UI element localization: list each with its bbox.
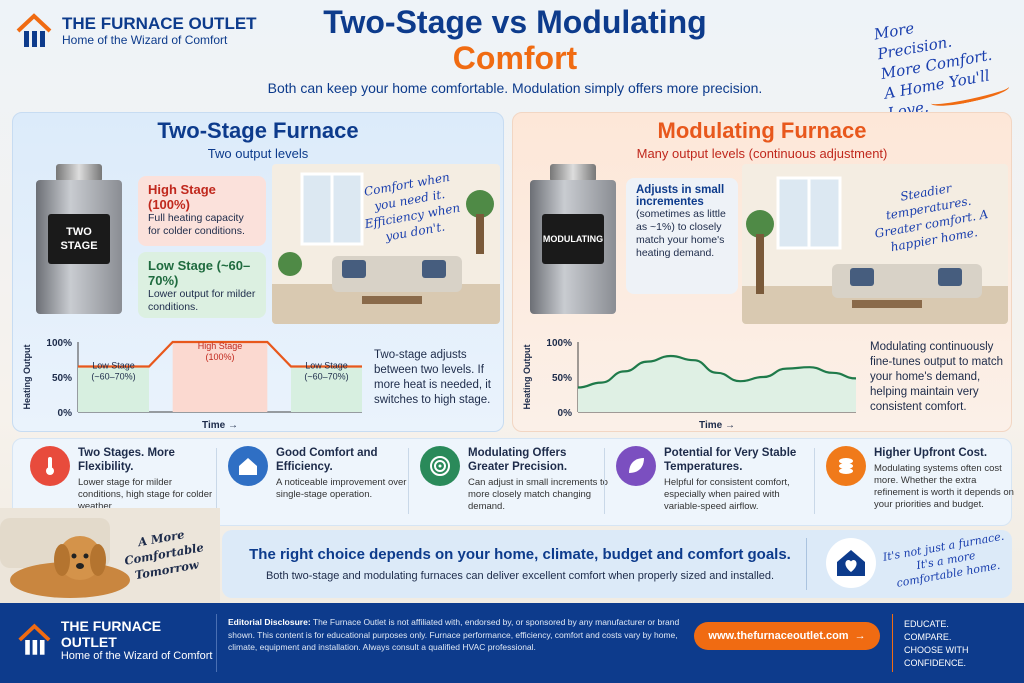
- modulating-title: Modulating Furnace: [657, 118, 867, 143]
- modulating-increment-card: Adjusts in small incrementes (sometimes …: [626, 178, 738, 294]
- feature-text: Can adjust in small increments to more c…: [468, 477, 608, 512]
- banner-title: The right choice depends on your home, c…: [249, 546, 791, 563]
- two-stage-subtitle: Two output levels: [207, 146, 309, 161]
- disclosure-label: Editorial Disclosure:: [228, 617, 311, 627]
- feature-card: Higher Upfront Cost. Modulating systems o…: [826, 446, 1016, 522]
- feature-divider: [408, 448, 409, 514]
- high-stage-band: [172, 342, 268, 412]
- page-title: Two-Stage vs Modulating: [323, 4, 707, 40]
- arrow-right-icon: →: [854, 630, 866, 642]
- footer-motto: EDUCATE. COMPARE. CHOOSE WITH CONFIDENCE…: [904, 618, 1024, 670]
- target-icon: [420, 446, 460, 486]
- feature-card: Good Comfort and Efficiency. A noticeable…: [228, 446, 418, 522]
- y-tick-label: 0%: [58, 408, 73, 419]
- y-tick-label: 100%: [546, 338, 572, 349]
- furnace-unit-label: MODULATING: [542, 214, 604, 264]
- output-line: [78, 340, 362, 368]
- axis-label-y: Heating Output: [22, 345, 32, 410]
- page-title-accent: Comfort: [452, 40, 578, 76]
- header-logo[interactable]: THE FURNACE OUTLET Home of the Wizard of…: [14, 8, 274, 54]
- feature-text: A noticeable improvement over single-sta…: [276, 477, 407, 500]
- y-tick-label: 50%: [552, 373, 572, 384]
- low-stage-band: [291, 366, 362, 412]
- motto-line: EDUCATE.: [904, 619, 949, 629]
- low-stage-card: Low Stage (~60–70%) Lower output for mil…: [138, 252, 266, 318]
- increment-text: (sometimes as little as ~1%) to closely …: [636, 208, 726, 259]
- modulating-chart-note: Modulating continuously fine-tunes outpu…: [870, 341, 1003, 413]
- home-icon: [228, 446, 268, 486]
- low-stage-band: [78, 366, 149, 412]
- feature-divider: [814, 448, 815, 514]
- axis-label-y: Heating Output: [522, 345, 532, 410]
- dog-image: [0, 508, 220, 603]
- brand-name: THE FURNACE OUTLET: [62, 14, 257, 33]
- house-logo-icon: [18, 623, 51, 655]
- feature-divider: [604, 448, 605, 514]
- two-stage-title: Two-Stage Furnace: [157, 118, 359, 143]
- feature-divider: [216, 448, 217, 514]
- footer-divider: [892, 614, 893, 672]
- banner-divider: [806, 538, 807, 590]
- living-room-image: [742, 164, 1008, 324]
- feature-text: Lower stage for milder conditions, high …: [78, 477, 213, 512]
- page-subtitle: Both can keep your home comfortable. Mod…: [267, 80, 763, 96]
- coins-icon: [826, 446, 866, 486]
- feature-text: Modulating systems often cost more. Whet…: [874, 463, 1014, 510]
- disclosure-text: The Furnace Outlet is not affiliated wit…: [228, 617, 680, 652]
- footer-divider: [216, 614, 217, 672]
- y-tick-label: 0%: [558, 408, 573, 419]
- thermometer-icon: [30, 446, 70, 486]
- editorial-disclosure: Editorial Disclosure: The Furnace Outlet…: [228, 616, 688, 654]
- feature-card: Potential for Very Stable Temperatures. H…: [616, 446, 806, 522]
- high-stage-title: High Stage (100%): [148, 182, 216, 212]
- modulating-subtitle: Many output levels (continuous adjustmen…: [636, 146, 888, 161]
- motto-line: CHOOSE WITH CONFIDENCE.: [904, 645, 969, 668]
- house-logo-icon: [16, 13, 52, 47]
- feature-title: Potential for Very Stable Temperatures.: [664, 447, 797, 473]
- feature-card: Modulating Offers Greater Precision. Can …: [420, 446, 610, 522]
- high-stage-text: Full heating capacity for colder conditi…: [148, 212, 245, 237]
- feature-title: Two Stages. More Flexibility.: [78, 447, 175, 473]
- two-stage-chart-note: Two-stage adjusts between two levels. If…: [374, 349, 491, 406]
- living-room-image: [272, 164, 500, 324]
- website-url: www.thefurnaceoutlet.com: [708, 630, 849, 642]
- increment-title: Adjusts in small incrementes: [636, 184, 725, 208]
- modulating-furnace-image: MODULATING: [530, 164, 616, 314]
- home-heart-icon: [826, 538, 876, 588]
- stage-annotation: Low Stage(~60–70%): [304, 361, 348, 382]
- feature-title: Higher Upfront Cost.: [874, 447, 988, 459]
- conclusion-banner: [222, 530, 1012, 598]
- axis-label-x: Time →: [202, 420, 238, 430]
- motto-line: COMPARE.: [904, 632, 952, 642]
- leaf-icon: [616, 446, 656, 486]
- footer-tagline: Home of the Wizard of Comfort: [60, 650, 213, 662]
- feature-title: Modulating Offers Greater Precision.: [468, 447, 568, 473]
- stage-annotation: Low Stage(~60–70%): [91, 361, 135, 382]
- y-tick-label: 50%: [52, 373, 72, 384]
- brand-tagline: Home of the Wizard of Comfort: [62, 33, 228, 47]
- y-tick-label: 100%: [46, 338, 72, 349]
- banner-text: Both two-stage and modulating furnaces c…: [265, 570, 775, 582]
- feature-title: Good Comfort and Efficiency.: [276, 447, 378, 473]
- low-stage-title: Low Stage (~60–70%): [148, 258, 251, 288]
- modulating-output-chart: Heating Output 100% 50% 0% Time →: [522, 338, 857, 430]
- stage-annotation: High Stage(100%): [198, 341, 243, 362]
- two-stage-output-chart: Heating Output 100% 50% 0% Time → Low Stage(~…: [22, 338, 362, 430]
- feature-card: Two Stages. More Flexibility. Lower stage…: [30, 446, 220, 522]
- website-link-button[interactable]: www.thefurnaceoutlet.com →: [694, 622, 880, 650]
- low-stage-text: Lower output for milder conditions.: [148, 288, 256, 313]
- output-line: [577, 354, 857, 389]
- output-area: [578, 356, 856, 412]
- high-stage-card: High Stage (100%) Full heating capacity …: [138, 176, 266, 246]
- axis-label-x: Time →: [699, 420, 735, 430]
- feature-text: Helpful for consistent comfort, especial…: [664, 477, 790, 512]
- footer-logo[interactable]: THE FURNACE OUTLET Home of the Wizard of…: [16, 618, 216, 662]
- footer-brand: THE FURNACE OUTLET: [60, 618, 162, 650]
